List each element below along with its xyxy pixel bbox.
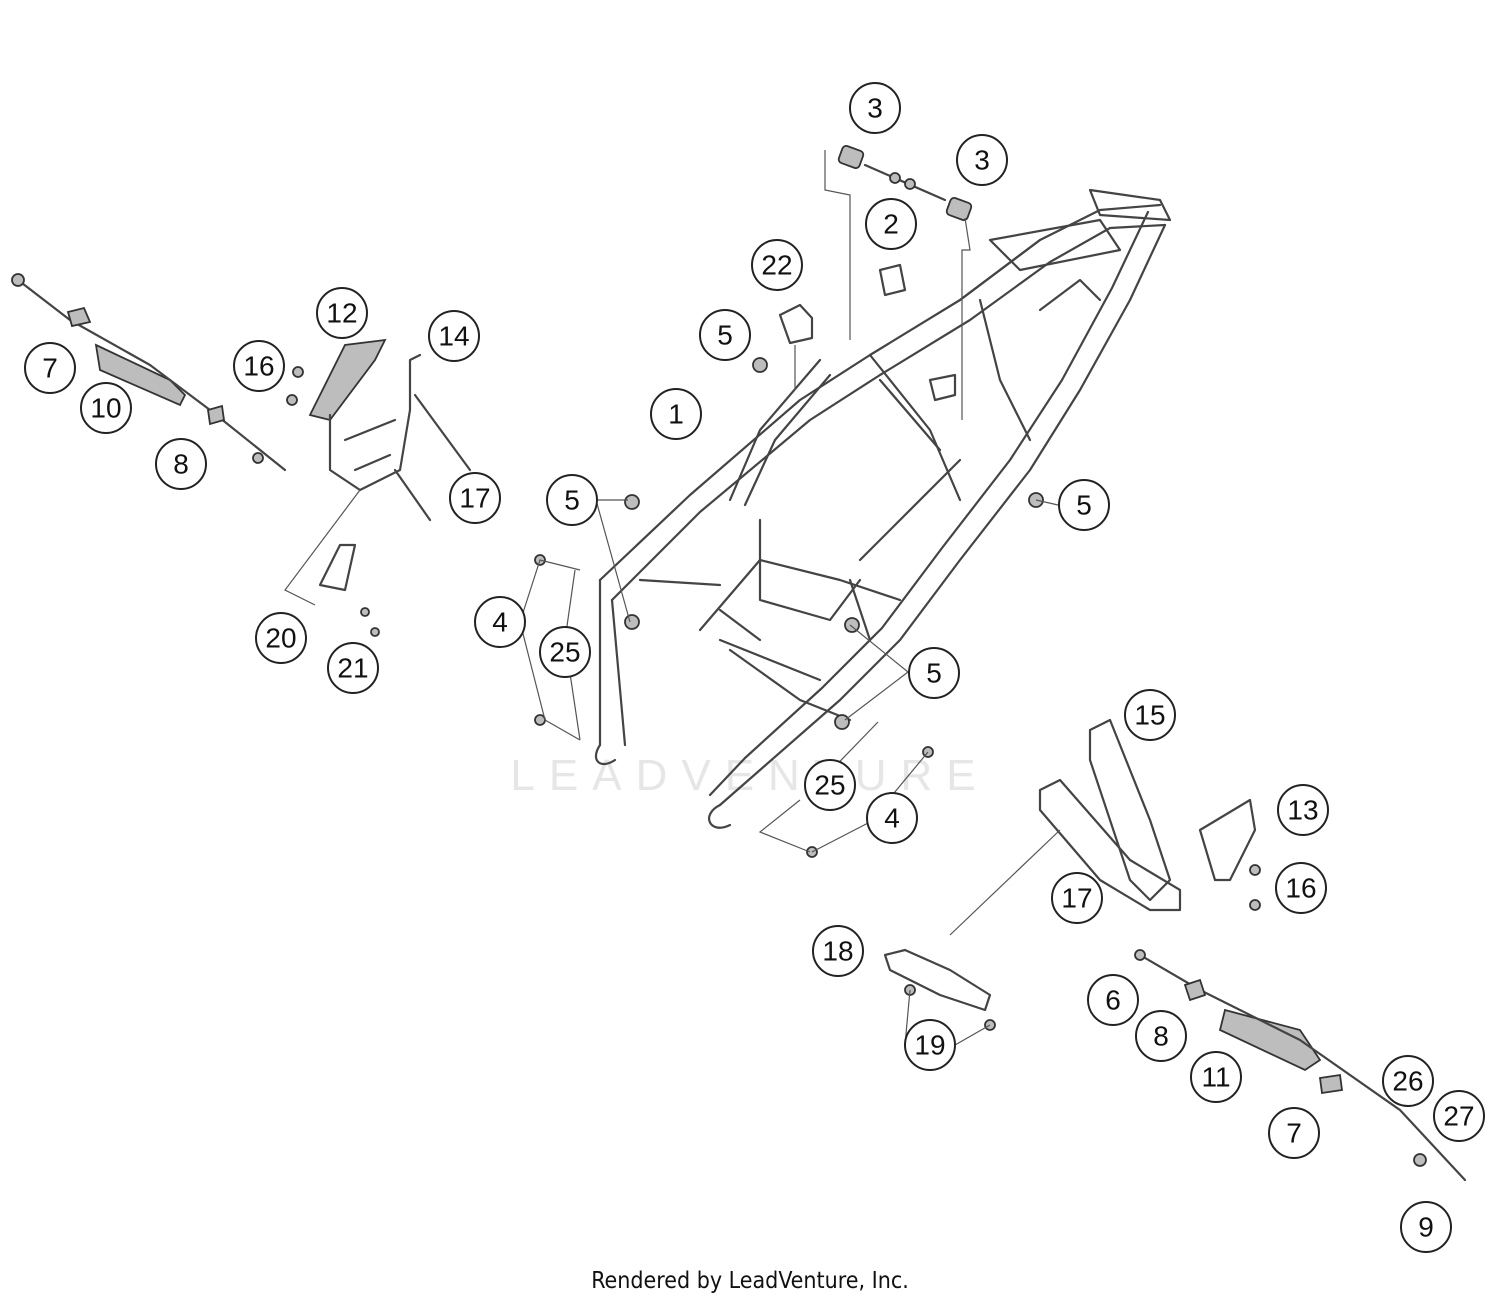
watermark-text: LEADVENTURE bbox=[510, 751, 989, 800]
right-footpeg bbox=[1134, 949, 1467, 1182]
callout-11: 11 bbox=[1190, 1051, 1242, 1103]
callout-label: 17 bbox=[1061, 883, 1092, 914]
callout-label: 2 bbox=[883, 209, 899, 240]
callout-5d: 5 bbox=[908, 647, 960, 699]
right-footrest-bracket bbox=[949, 718, 1261, 936]
callout-label: 3 bbox=[867, 93, 883, 124]
callout-label: 27 bbox=[1443, 1101, 1474, 1132]
callout-7a: 7 bbox=[24, 342, 76, 394]
callout-20: 20 bbox=[255, 612, 307, 664]
callout-label: 6 bbox=[1105, 985, 1121, 1016]
callout-18: 18 bbox=[812, 925, 864, 977]
callout-label: 19 bbox=[914, 1030, 945, 1061]
callout-25a: 25 bbox=[539, 626, 591, 678]
callout-label: 3 bbox=[974, 145, 990, 176]
fasteners bbox=[534, 357, 1044, 858]
callout-label: 25 bbox=[549, 637, 580, 668]
callout-label: 5 bbox=[1076, 490, 1092, 521]
callout-label: 16 bbox=[1285, 873, 1316, 904]
callout-label: 15 bbox=[1134, 700, 1165, 731]
left-footrest-bracket bbox=[284, 338, 472, 637]
callout-4b: 4 bbox=[866, 792, 918, 844]
callout-26: 26 bbox=[1382, 1055, 1434, 1107]
callout-label: 14 bbox=[438, 321, 469, 352]
callout-25b: 25 bbox=[804, 759, 856, 811]
callout-13: 13 bbox=[1277, 784, 1329, 836]
callout-17a: 17 bbox=[449, 472, 501, 524]
frame-drawing bbox=[594, 188, 1172, 829]
callout-19: 19 bbox=[904, 1019, 956, 1071]
callout-label: 8 bbox=[1153, 1021, 1169, 1052]
callout-label: 4 bbox=[492, 607, 508, 638]
callout-7b: 7 bbox=[1268, 1107, 1320, 1159]
callout-label: 9 bbox=[1418, 1212, 1434, 1243]
callout-label: 5 bbox=[717, 320, 733, 351]
callout-14: 14 bbox=[428, 310, 480, 362]
callout-8a: 8 bbox=[155, 438, 207, 490]
callout-5c: 5 bbox=[1058, 479, 1110, 531]
callout-label: 4 bbox=[884, 803, 900, 834]
callout-21: 21 bbox=[327, 642, 379, 694]
callout-16a: 16 bbox=[233, 340, 285, 392]
callout-3a: 3 bbox=[849, 82, 901, 134]
callout-label: 18 bbox=[822, 936, 853, 967]
callout-10: 10 bbox=[80, 382, 132, 434]
callout-8b: 8 bbox=[1135, 1010, 1187, 1062]
callout-label: 25 bbox=[814, 770, 845, 801]
callout-17b: 17 bbox=[1051, 872, 1103, 924]
callout-label: 1 bbox=[668, 399, 684, 430]
callout-label: 16 bbox=[243, 351, 274, 382]
callout-1: 1 bbox=[650, 388, 702, 440]
callout-2: 2 bbox=[865, 198, 917, 250]
callout-label: 5 bbox=[564, 485, 580, 516]
callout-label: 26 bbox=[1392, 1066, 1423, 1097]
callout-label: 7 bbox=[1286, 1118, 1302, 1149]
callout-5b: 5 bbox=[546, 474, 598, 526]
callout-label: 22 bbox=[761, 250, 792, 281]
callout-label: 10 bbox=[90, 393, 121, 424]
callout-label: 7 bbox=[42, 353, 58, 384]
callout-6: 6 bbox=[1087, 974, 1139, 1026]
callout-label: 17 bbox=[459, 483, 490, 514]
callout-label: 8 bbox=[173, 449, 189, 480]
callout-15: 15 bbox=[1124, 689, 1176, 741]
callout-16b: 16 bbox=[1275, 862, 1327, 914]
callout-label: 5 bbox=[926, 658, 942, 689]
callout-4a: 4 bbox=[474, 596, 526, 648]
bolt-assembly bbox=[824, 145, 973, 420]
callout-label: 20 bbox=[265, 623, 296, 654]
left-footrest bbox=[11, 273, 287, 472]
callout-9: 9 bbox=[1400, 1201, 1452, 1253]
callout-27: 27 bbox=[1433, 1090, 1485, 1142]
callout-12: 12 bbox=[316, 287, 368, 339]
callout-3b: 3 bbox=[956, 134, 1008, 186]
callout-label: 13 bbox=[1287, 795, 1318, 826]
footer-credit: Rendered by LeadVenture, Inc. bbox=[591, 1268, 909, 1294]
callout-label: 12 bbox=[326, 298, 357, 329]
callout-5a: 5 bbox=[699, 309, 751, 361]
callout-label: 11 bbox=[1201, 1062, 1230, 1093]
callout-22: 22 bbox=[751, 239, 803, 291]
heel-guard-18 bbox=[883, 948, 996, 1031]
bracket-22 bbox=[778, 303, 814, 390]
callout-label: 21 bbox=[337, 653, 368, 684]
